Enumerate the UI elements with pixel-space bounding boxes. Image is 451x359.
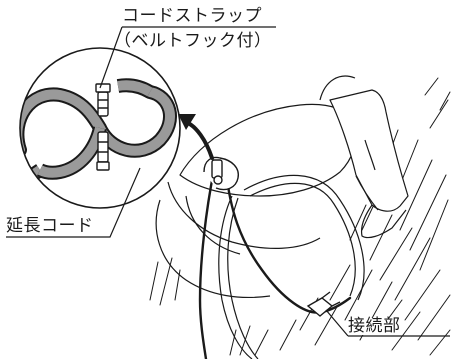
operator-leg (329, 89, 409, 239)
label-cord-strap-note: （ベルトフック付） (114, 31, 272, 51)
arrow-head (178, 114, 196, 130)
strap-small (203, 156, 239, 191)
zoom-circle (19, 47, 181, 209)
label-connection: 接続部 (348, 316, 401, 336)
leader-lines (6, 26, 450, 337)
label-extension-cord: 延長コード (6, 216, 94, 236)
connection-plug (306, 291, 341, 317)
extension-cord-main (198, 168, 352, 359)
label-cord-strap: コードストラップ (122, 6, 262, 26)
machine-body (155, 75, 358, 299)
hose (218, 174, 365, 359)
